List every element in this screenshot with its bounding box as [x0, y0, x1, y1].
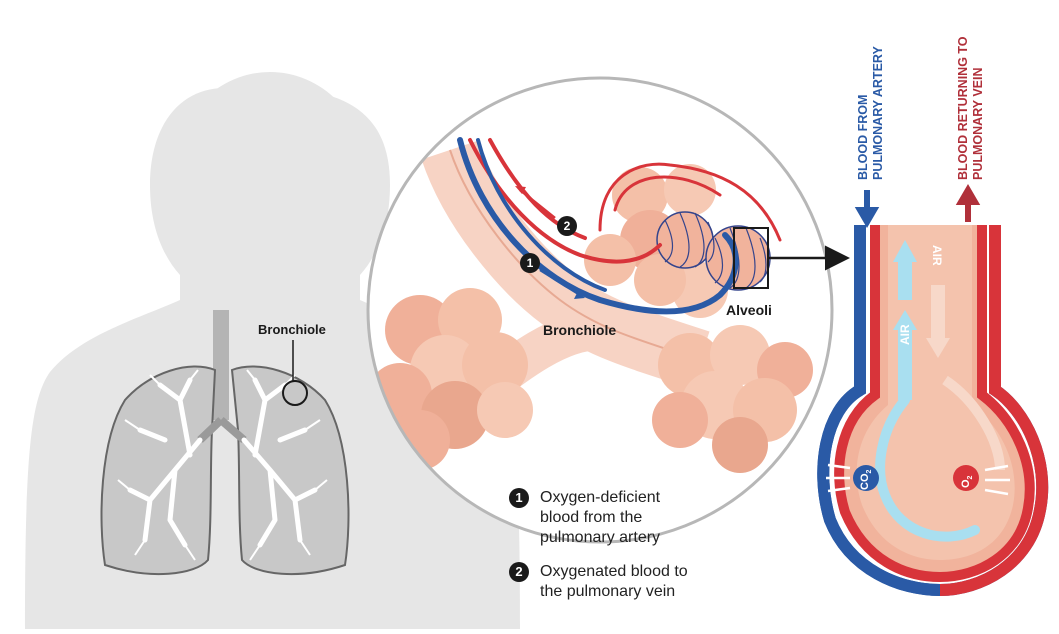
marker-2	[557, 216, 577, 236]
vein-arrow-icon	[955, 184, 981, 222]
o2-badge	[953, 465, 979, 491]
legend-2-line2: the pulmonary vein	[540, 583, 676, 600]
marker-2-text: 2	[563, 219, 571, 233]
legend-number-2: 2	[509, 562, 529, 582]
zoom-circle	[366, 76, 850, 544]
legend-1-line3: pulmonary artery	[540, 529, 661, 546]
artery-arrow-icon	[854, 190, 880, 228]
legend-number-1: 1	[509, 488, 529, 508]
marker-1	[520, 253, 540, 273]
lungs	[100, 310, 350, 575]
co2-label: CO2	[859, 469, 874, 490]
bronchiole-marker	[282, 380, 308, 406]
legend: 1 Oxygen-deficient blood from the pulmon…	[509, 488, 740, 616]
legend-1-line1: Oxygen-deficient	[540, 489, 661, 506]
alveolus-section	[817, 184, 1049, 597]
air-down-label: AIR	[930, 245, 944, 266]
marker-1-text: 1	[526, 256, 534, 270]
co2-badge	[853, 465, 879, 491]
legend-item-2: 2 Oxygenated blood to the pulmonary vein	[509, 562, 740, 602]
legend-2-line1: Oxygenated blood to	[540, 563, 688, 580]
alveoli-cluster-right	[652, 325, 813, 473]
alveoli-label: Alveoli	[726, 302, 772, 318]
air-up-label: AIR	[898, 324, 912, 345]
bronchiole-label: Bronchiole	[258, 322, 326, 337]
bronchiole-zoom-label: Bronchiole	[543, 322, 617, 338]
legend-1-line2: blood from the	[540, 509, 643, 526]
legend-item-1: 1 Oxygen-deficient blood from the pulmon…	[509, 488, 740, 548]
o2-label: O2	[960, 475, 975, 488]
